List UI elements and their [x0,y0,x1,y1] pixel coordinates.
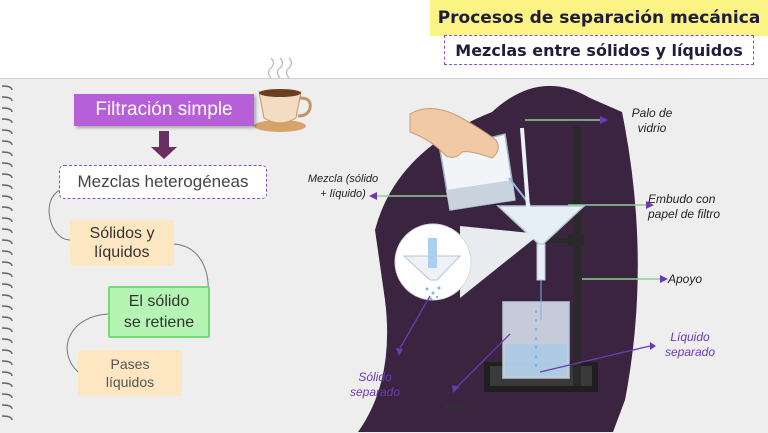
connector-retiene-pases [66,313,109,373]
label-vaso: Vaso [443,400,468,412]
pases-line1: Pases [110,356,150,372]
connector-mezclas-solidos [48,189,71,241]
embudo-line1: Embudo con [648,192,716,206]
header-title: Procesos de separación mecánica [430,0,768,36]
mezcla-line1: Mezcla (sólido [307,173,379,185]
label-apoyo: Apoyo [668,272,703,286]
solido-line2: separado [349,385,401,399]
mezclas-heterogeneas-box: Mezclas heterogéneas [59,165,267,199]
solido-line1: Sólido [358,370,392,384]
beaker [502,301,570,379]
coffee-cup-icon [254,57,312,132]
solidos-liquidos-box: Sólidos y líquidos [70,220,174,266]
embudo-line2: papel de filtro [648,207,721,221]
mezcla-line2: + líquido) [320,188,366,200]
liquido-line2: separado [664,345,716,359]
hand-icon [409,108,499,159]
pases-line2: líquidos [105,374,155,390]
header-subtitle: Mezclas entre sólidos y líquidos [444,35,754,65]
stand-pole [573,126,581,386]
label-mezcla: Mezcla (sólido + líquido) [298,172,388,202]
retiene-line2: se retiene [123,314,195,331]
magnifier-cone [460,226,540,298]
liquido-line1: Líquido [670,330,710,344]
solidos-line2: líquidos [94,244,150,261]
palo-line2: vidrio [637,121,667,135]
filtracion-simple-title: Filtración simple [74,94,254,126]
solidos-line1: Sólidos y [89,225,155,242]
pases-liquidos-box: Pases líquidos [78,350,182,396]
palo-line1: Palo de [631,106,673,120]
retiene-line1: El sólido [128,293,190,310]
spiral-binding [1,85,13,421]
funnel [496,205,586,320]
solido-retiene-box: El sólido se retiene [108,286,210,338]
glass-rod [520,127,530,208]
down-arrow-icon [151,131,177,159]
